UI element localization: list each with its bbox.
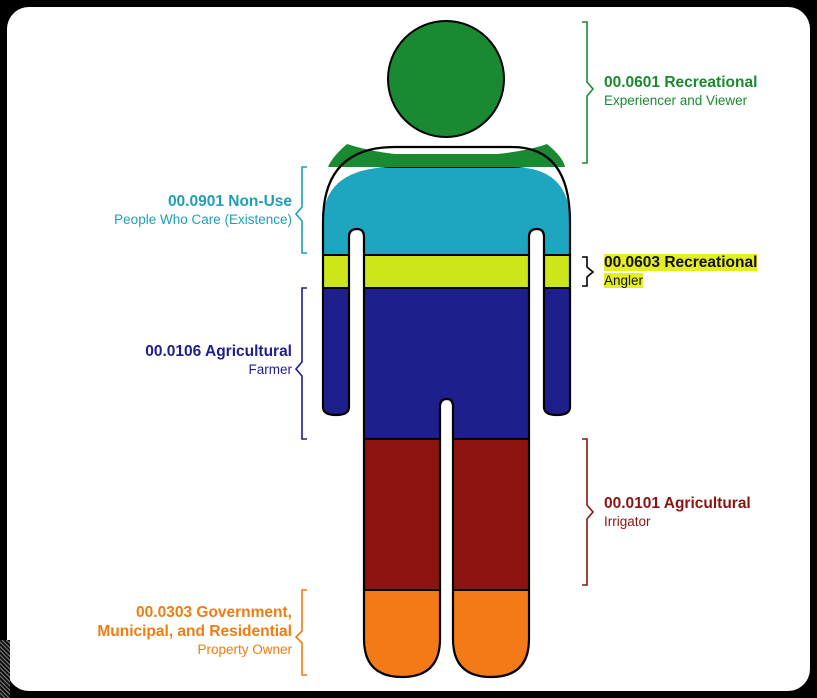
label-role: Experiencer and Viewer [604, 93, 748, 108]
segment-government [323, 590, 570, 677]
label-code: 00.0101 Agricultural [604, 495, 751, 512]
label-code: 00.0601 Recreational [604, 74, 758, 91]
bracket-recreational-viewer [582, 21, 595, 164]
bracket-agricultural-farmer [294, 287, 307, 440]
head [387, 20, 505, 138]
label-agricultural-farmer: 00.0106 Agricultural Farmer [145, 342, 292, 378]
label-code: 00.0303 Government, [136, 604, 292, 621]
segment-agricultural-irrigator [323, 439, 570, 590]
label-recreational-viewer: 00.0601 Recreational Experiencer and Vie… [604, 73, 757, 109]
bracket-agricultural-irrigator [582, 438, 595, 586]
label-agricultural-irrigator: 00.0101 Agricultural Irrigator [604, 494, 751, 530]
bracket-recreational-angler [582, 256, 595, 287]
shoulder-band [328, 144, 565, 167]
label-role: Farmer [248, 362, 293, 377]
bracket-non-use [294, 166, 307, 254]
body-outline [321, 145, 572, 679]
label-role: Angler [604, 272, 757, 289]
corner-dither [0, 640, 10, 698]
label-government: 00.0303 Government, Municipal, and Resid… [97, 603, 292, 658]
diagram-card: 00.0601 Recreational Experiencer and Vie… [7, 7, 810, 691]
label-role: Property Owner [197, 642, 292, 657]
label-highlight: 00.0603 Recreational [604, 254, 758, 271]
label-highlight: Angler [604, 273, 644, 288]
bracket-government [294, 589, 307, 676]
label-role: Irrigator [604, 514, 651, 529]
person-figure [294, 20, 595, 679]
label-recreational-angler: 00.0603 Recreational Angler [604, 253, 758, 289]
label-code: 00.0106 Agricultural [145, 343, 292, 360]
label-non-use: 00.0901 Non-Use People Who Care (Existen… [114, 192, 292, 228]
label-role: People Who Care (Existence) [114, 212, 292, 227]
label-code: 00.0901 Non-Use [167, 193, 292, 210]
label-code-line2: Municipal, and Residential [97, 623, 292, 640]
label-code: 00.0603 Recreational [604, 253, 758, 272]
